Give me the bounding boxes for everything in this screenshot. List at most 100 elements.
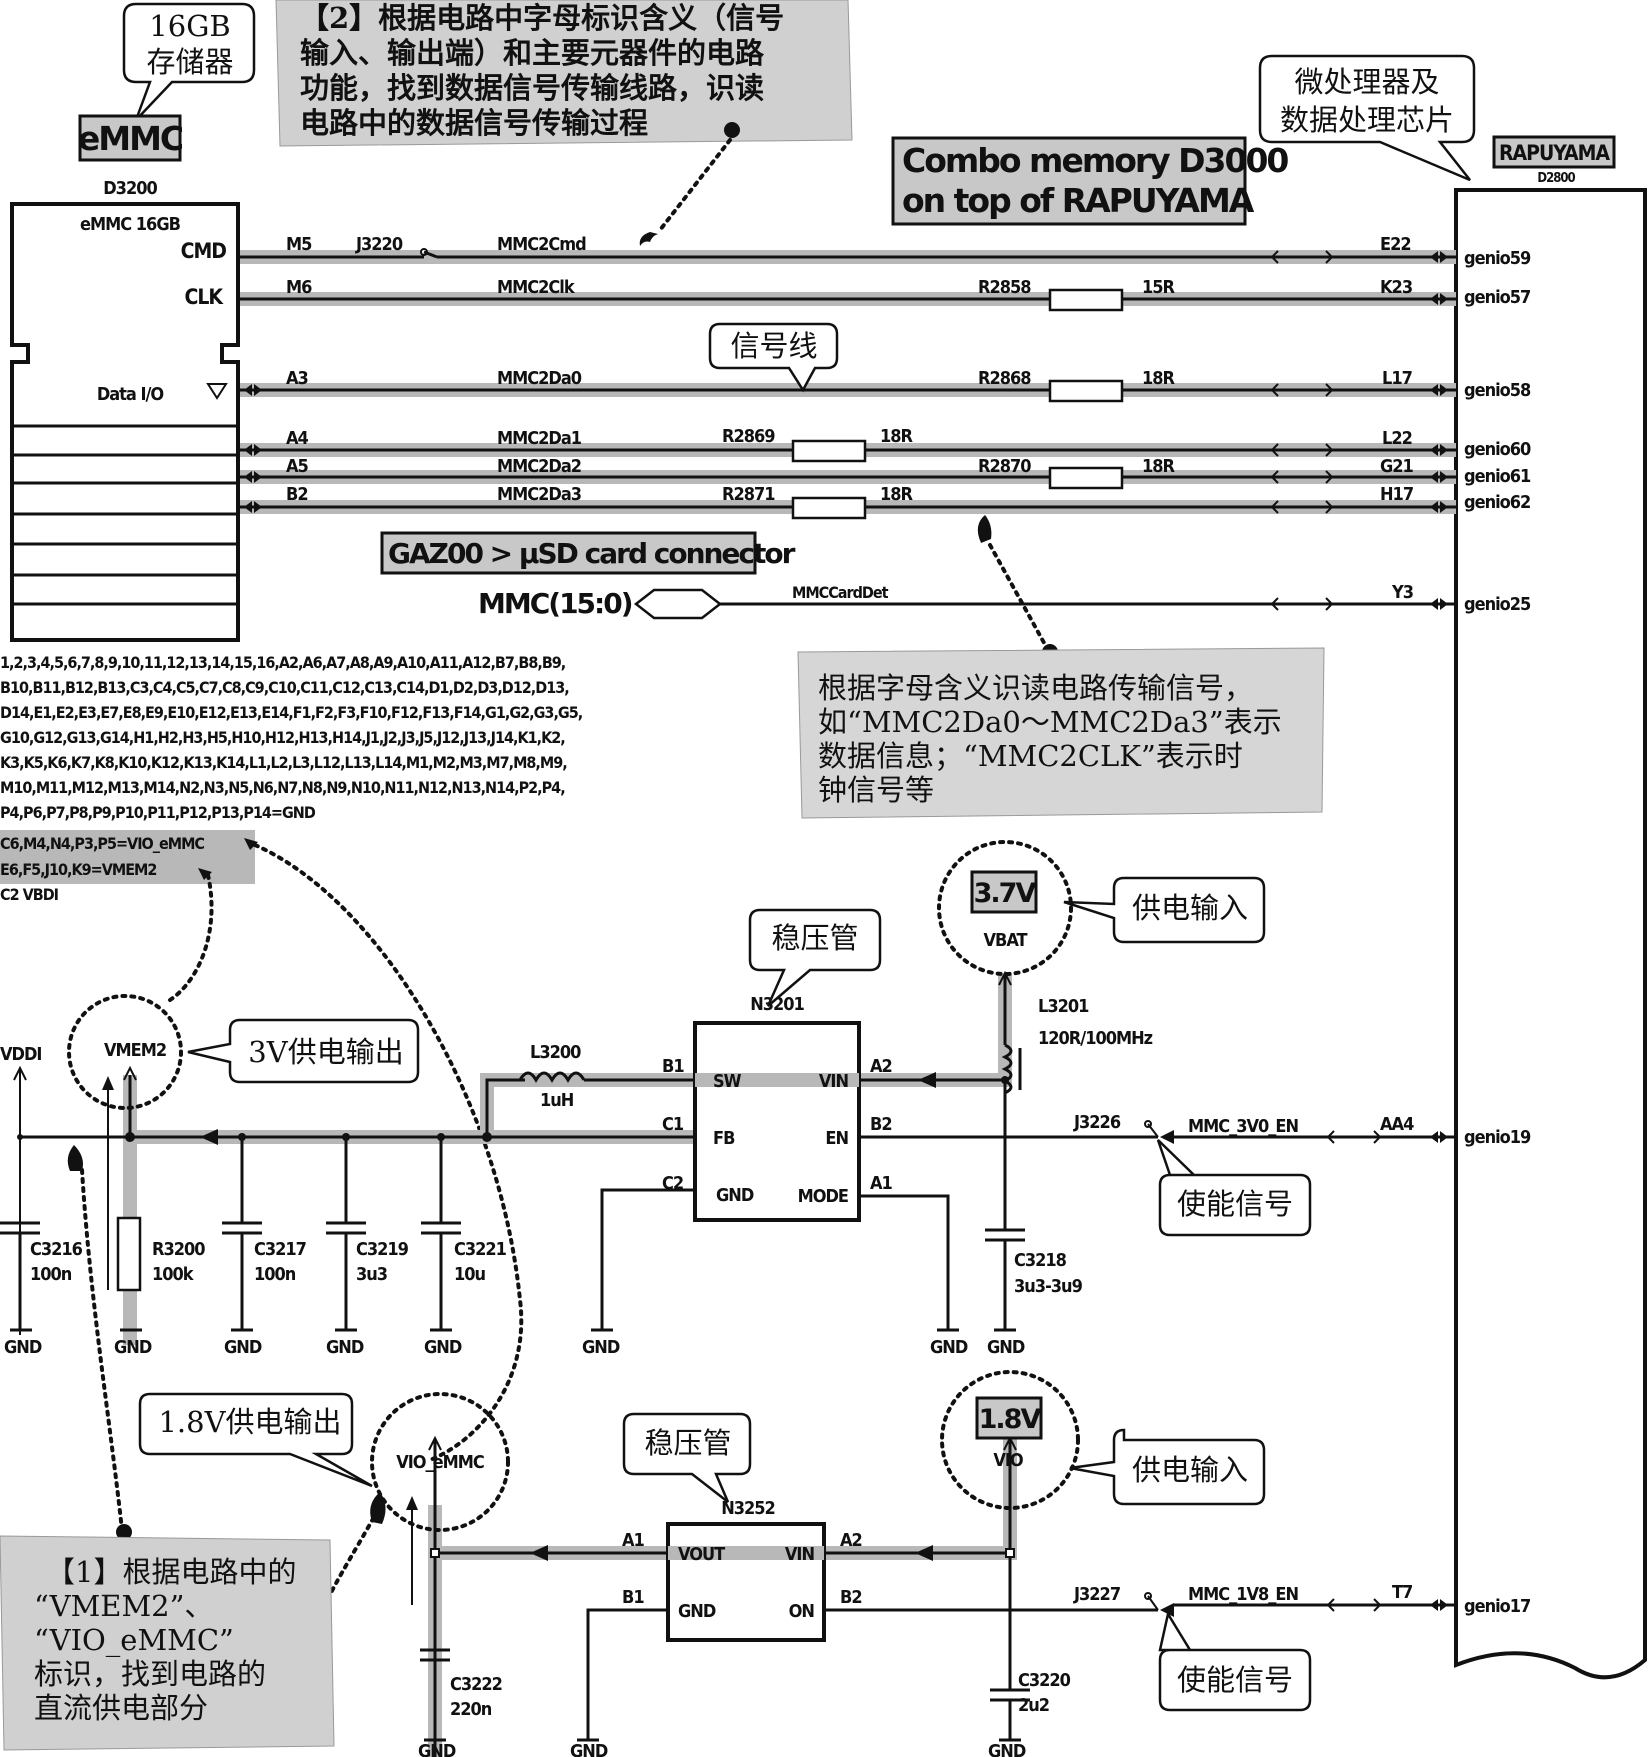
- note1-line-3: “VIO_eMMC”: [34, 1623, 234, 1658]
- resistor-r2869: [791, 439, 867, 463]
- net-mmc2da2: MMC2Da2: [497, 456, 581, 477]
- rapuyama-tag: RAPUYAMA: [1499, 141, 1610, 165]
- pin-a3: A3: [286, 368, 308, 389]
- r3200-ref: R3200: [152, 1239, 205, 1260]
- vio-emmc-label: VIO_eMMC: [396, 1452, 484, 1473]
- power-3v-section: VDDI VMEM2 C3216 100n R3200 100k C3217: [0, 840, 1532, 1358]
- bubble-processor-line2: 数据处理芯片: [1280, 103, 1454, 137]
- gnd-label: GND: [114, 1337, 152, 1358]
- gnd-label: GND: [930, 1337, 968, 1358]
- pin-m5: M5: [286, 234, 312, 255]
- net-mmc2cmd: MMC2Cmd: [497, 234, 586, 255]
- pin-power-vmem2: E6,F5,J10,K9=VMEM2: [0, 860, 156, 879]
- n3201-sw: SW: [713, 1071, 742, 1092]
- n3252-vout: VOUT: [678, 1544, 725, 1565]
- r3200-val: 100k: [152, 1264, 195, 1285]
- ball-l22: L22: [1382, 428, 1412, 449]
- bidir-arrow-icon: [1430, 598, 1448, 610]
- mmc-1v8-en: MMC_1V8_EN: [1188, 1584, 1298, 1605]
- net-mmc2da1: MMC2Da1: [497, 428, 582, 449]
- vmem2-circle: [67, 994, 183, 1110]
- pin-list-line: D14,E1,E2,E3,E7,E8,E9,E10,E12,E13,E14,F1…: [0, 703, 582, 722]
- note1-line-1: 【1】根据电路中的: [46, 1555, 296, 1589]
- jumper-j3220: J3220: [355, 234, 403, 255]
- genio58: genio58: [1464, 380, 1531, 401]
- n3252-gnd: GND: [678, 1601, 716, 1622]
- bidir-arrow-icon: [244, 471, 262, 483]
- net-mmc2clk: MMC2Clk: [497, 277, 576, 298]
- power-pin-highlight: [0, 830, 255, 884]
- rapuyama-ref: D2800: [1537, 171, 1575, 186]
- emmc-cmd-label: CMD: [181, 239, 227, 263]
- note-data-signal-path: 【2】根据电路中字母标识含义（信号 输入、输出端）和主要元器件的电路 功能，找到…: [275, 0, 853, 246]
- vio-volt-box: [975, 1396, 1043, 1440]
- bidir-arrow-icon: [244, 444, 262, 456]
- note-signal-line-1: 根据字母含义识读电路传输信号，: [818, 671, 1253, 705]
- bubble-enable-1-text: 使能信号: [1177, 1187, 1293, 1221]
- pin-list-line: B10,B11,B12,B13,C3,C4,C5,C7,C8,C9,C10,C1…: [0, 678, 569, 697]
- n3201-pin-a2: A2: [870, 1056, 892, 1077]
- c3216-val: 100n: [30, 1264, 72, 1285]
- genio19: genio19: [1464, 1127, 1531, 1148]
- genio57: genio57: [1464, 287, 1530, 308]
- pin-list-line: M10,M11,M12,M13,M14,N2,N3,N5,N6,N7,N8,N9…: [0, 778, 565, 797]
- pin-dot-icon: [724, 122, 740, 138]
- bubble-storage-line1: 16GB: [149, 9, 230, 43]
- note2-line-1: 【2】根据电路中字母标识含义（信号: [300, 1, 784, 35]
- emmc-ref: D3200: [103, 178, 157, 199]
- c3221-ref: C3221: [454, 1239, 507, 1260]
- bubble-3v-output-text: 3V供电输出: [248, 1035, 403, 1069]
- c3216-ref: C3216: [30, 1239, 83, 1260]
- power-1v8-section: VIO_eMMC C3222 220n GND GND N3252 A1 B1 …: [370, 1370, 1531, 1757]
- ball-aa4: AA4: [1380, 1114, 1414, 1135]
- ball-t7: T7: [1392, 1582, 1412, 1603]
- l3200-ref: L3200: [530, 1042, 581, 1063]
- n3201-pin-c1: C1: [662, 1114, 684, 1135]
- genio17: genio17: [1464, 1596, 1530, 1617]
- bubble-3v-output: 3V供电输出: [187, 1018, 420, 1084]
- ball-l17: L17: [1382, 368, 1412, 389]
- pointing-hand-icon: [67, 1145, 83, 1171]
- emmc-chip: eMMC 16GB CMD CLK Data I/O: [10, 202, 240, 642]
- regulator-n3252: [666, 1522, 826, 1642]
- res-r2869: R2869: [722, 426, 775, 447]
- pin-power-vbdi: C2 VBDI: [0, 885, 59, 904]
- res-r2871: R2871: [722, 484, 775, 505]
- c3217-val: 100n: [254, 1264, 296, 1285]
- arrow-left-icon: [918, 1072, 936, 1088]
- res-r2858: R2858: [978, 277, 1031, 298]
- n3201-en: EN: [825, 1128, 848, 1149]
- bidir-arrow-icon: [1430, 1599, 1448, 1611]
- bidir-arrow-icon: [1430, 293, 1448, 305]
- direction-triangle-icon: [206, 383, 228, 400]
- pointing-hand-icon: [639, 232, 658, 246]
- res-r2868-val: 18R: [1142, 368, 1176, 389]
- emmc-data-io-label: Data I/O: [97, 384, 164, 405]
- genio61: genio61: [1464, 466, 1531, 487]
- gnd-label: GND: [988, 1741, 1026, 1757]
- bubble-storage: 16GB 存储器: [122, 2, 256, 121]
- n3252-pin-b2: B2: [840, 1587, 862, 1608]
- bubble-enable-2-text: 使能信号: [1177, 1663, 1293, 1697]
- res-r2869-val: 18R: [880, 426, 914, 447]
- c3221-val: 10u: [454, 1264, 486, 1285]
- emmc-name: eMMC 16GB: [80, 214, 181, 235]
- c3220-ref: C3220: [1018, 1670, 1071, 1691]
- bubble-signal-line-text: 信号线: [730, 329, 817, 363]
- bubble-processor-line1: 微处理器及: [1294, 65, 1439, 99]
- bubble-enable-1: 使能信号: [1156, 1139, 1312, 1237]
- c3217-ref: C3217: [254, 1239, 306, 1260]
- pin-list: 1,2,3,4,5,6,7,8,9,10,11,12,13,14,15,16,A…: [0, 653, 583, 904]
- gnd-label: GND: [326, 1337, 364, 1358]
- signal-labels: M5 J3220 MMC2Cmd E22 genio59 M6 MMC2Clk …: [286, 234, 1532, 615]
- l3201-ref: L3201: [1038, 996, 1089, 1017]
- combo-line2: on top of RAPUYAMA: [902, 181, 1255, 220]
- vbat-volt: 3.7V: [974, 878, 1037, 909]
- bubble-signal-line: 信号线: [708, 322, 839, 393]
- bubble-supply-in-2-text: 供电输入: [1132, 1453, 1248, 1487]
- res-r2870-val: 18R: [1142, 456, 1176, 477]
- n3252-ref: N3252: [721, 1498, 775, 1519]
- bidir-arrow-icon: [1430, 1131, 1448, 1143]
- bubble-supply-in-2: 供电输入: [1069, 1428, 1266, 1506]
- l3200-val: 1uH: [540, 1090, 574, 1111]
